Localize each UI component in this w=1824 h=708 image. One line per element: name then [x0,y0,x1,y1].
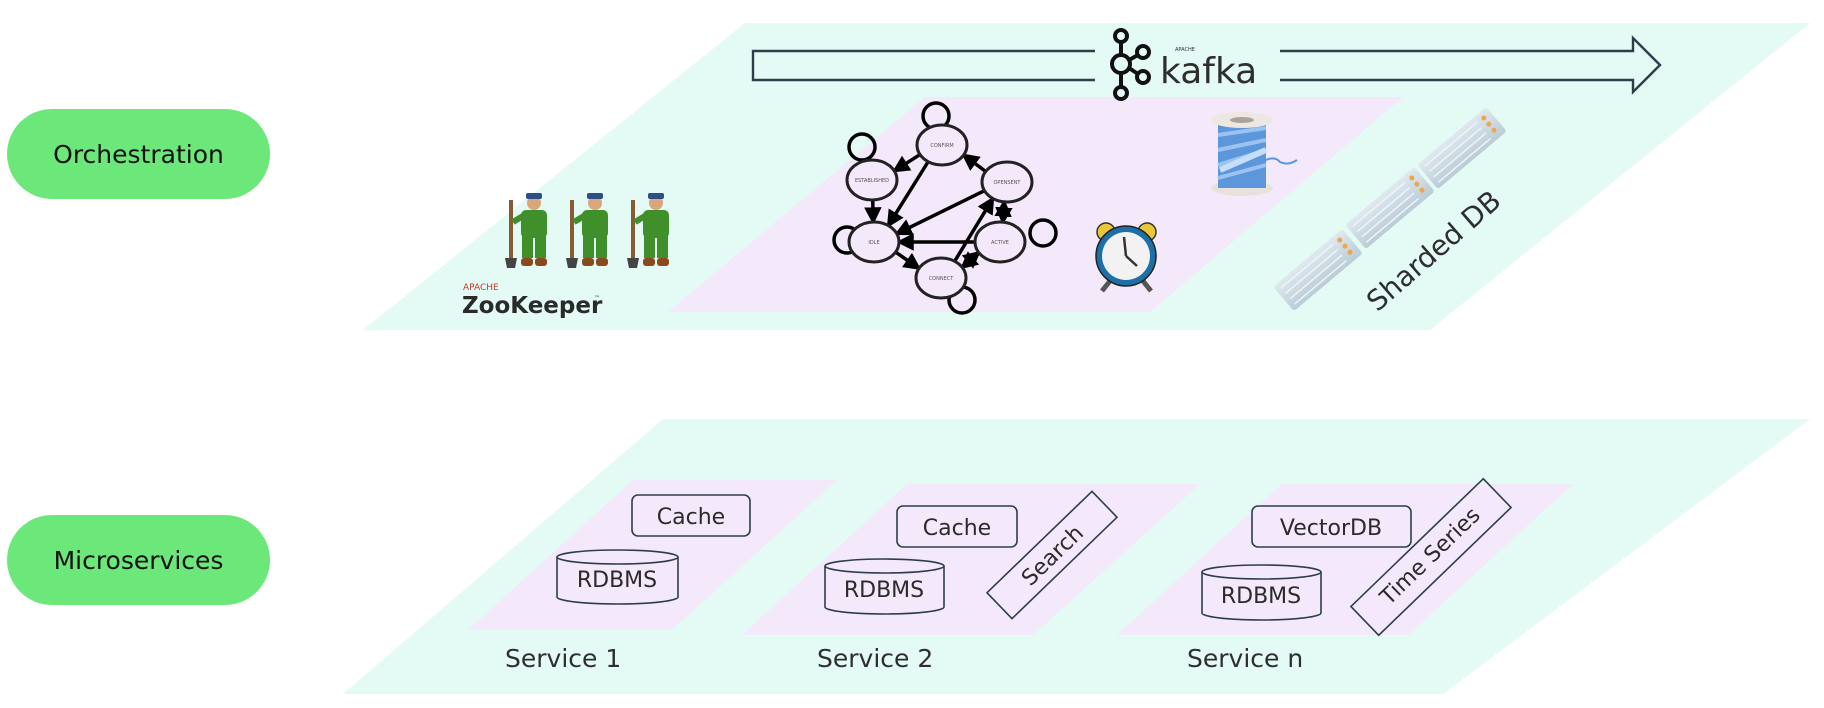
db-shard-icon [1274,230,1362,310]
state-node [973,220,1027,264]
kafka-prefix: APACHE [1175,47,1195,53]
layer-pill-orchestration: Orchestration [7,109,270,199]
alarm-clock-icon [1095,222,1157,293]
service-plane [742,484,1200,635]
self-loop-edge [1028,218,1058,248]
transition-edge [995,199,1013,225]
state-label: CONNECT [929,276,955,282]
vectordb-label: VectorDB [1280,516,1382,541]
transition-edge [961,152,989,175]
orchestration-layer: APACHE kafka APACHE ZooKeeper ™ CONFIRM E… [363,23,1810,330]
thread-spool-icon [1211,112,1298,196]
rdbms-cylinder [1201,564,1322,621]
kafka-wordmark: kafka [1160,51,1257,92]
state-node [914,256,968,300]
state-label: OPENSENT [994,180,1022,186]
db-shard-icon [1346,168,1434,248]
cache-label: Cache [923,516,991,541]
rdbms-cylinder [556,549,679,605]
transition-edge [951,196,995,265]
service-name: Service n [1187,644,1303,673]
keeper-figure [505,193,547,268]
cache-box [631,494,751,537]
rdbms-label: RDBMS [1221,584,1301,609]
state-node [980,160,1034,204]
service-n: VectorDB RDBMS Time Series Service n [1117,477,1573,673]
zookeeper-keepers-icon [505,193,669,268]
keeper-figure [566,193,608,268]
zookeeper-prefix: APACHE [463,283,499,293]
service-plane [1117,484,1573,635]
kafka-icon [1110,28,1151,101]
service-name: Service 1 [505,644,621,673]
vectordb-box [1251,505,1412,548]
state-label: CONFIRM [930,143,953,149]
microservices-layer: Cache RDBMS Service 1 Cache RDBMS Search… [343,419,1810,694]
transition-edge [960,250,983,270]
state-label: ACTIVE [991,240,1009,246]
db-shard-icon [1418,108,1506,188]
keeper-figure [627,193,669,268]
state-node [845,158,899,202]
rdbms-cylinder [824,558,945,615]
cache-label: Cache [657,505,725,530]
zookeeper-tm: ™ [594,295,600,302]
kafka-logo: APACHE kafka [1110,28,1257,101]
self-loop-edge [847,132,877,162]
layer-pill-microservices: Microservices [7,515,270,605]
transition-edge [864,197,882,225]
transition-edge [894,187,988,236]
state-node [847,220,901,264]
cache-box [896,505,1018,548]
transition-edge [892,249,922,271]
layer-label: Microservices [53,545,224,575]
rdbms-label: RDBMS [844,578,924,603]
rdbms-label: RDBMS [577,568,657,593]
service-1: Cache RDBMS Service 1 [468,480,837,673]
transition-edge [886,158,931,228]
layer-label: Orchestration [53,139,224,169]
transition-edge [891,151,924,173]
kafka-stream-arrow [751,35,1662,95]
state-label: IDLE [868,240,879,246]
service-plane [468,480,837,630]
service-name: Service 2 [817,644,933,673]
workflow-state-machine: CONFIRM ESTABLISHED OPENSENT IDLE ACTIVE CONN… [832,101,1058,315]
service-2: Cache RDBMS Search Service 2 [742,484,1200,673]
state-node [915,123,969,167]
zookeeper-wordmark: ZooKeeper [462,293,603,319]
state-label: ESTABLISHED [855,178,889,184]
